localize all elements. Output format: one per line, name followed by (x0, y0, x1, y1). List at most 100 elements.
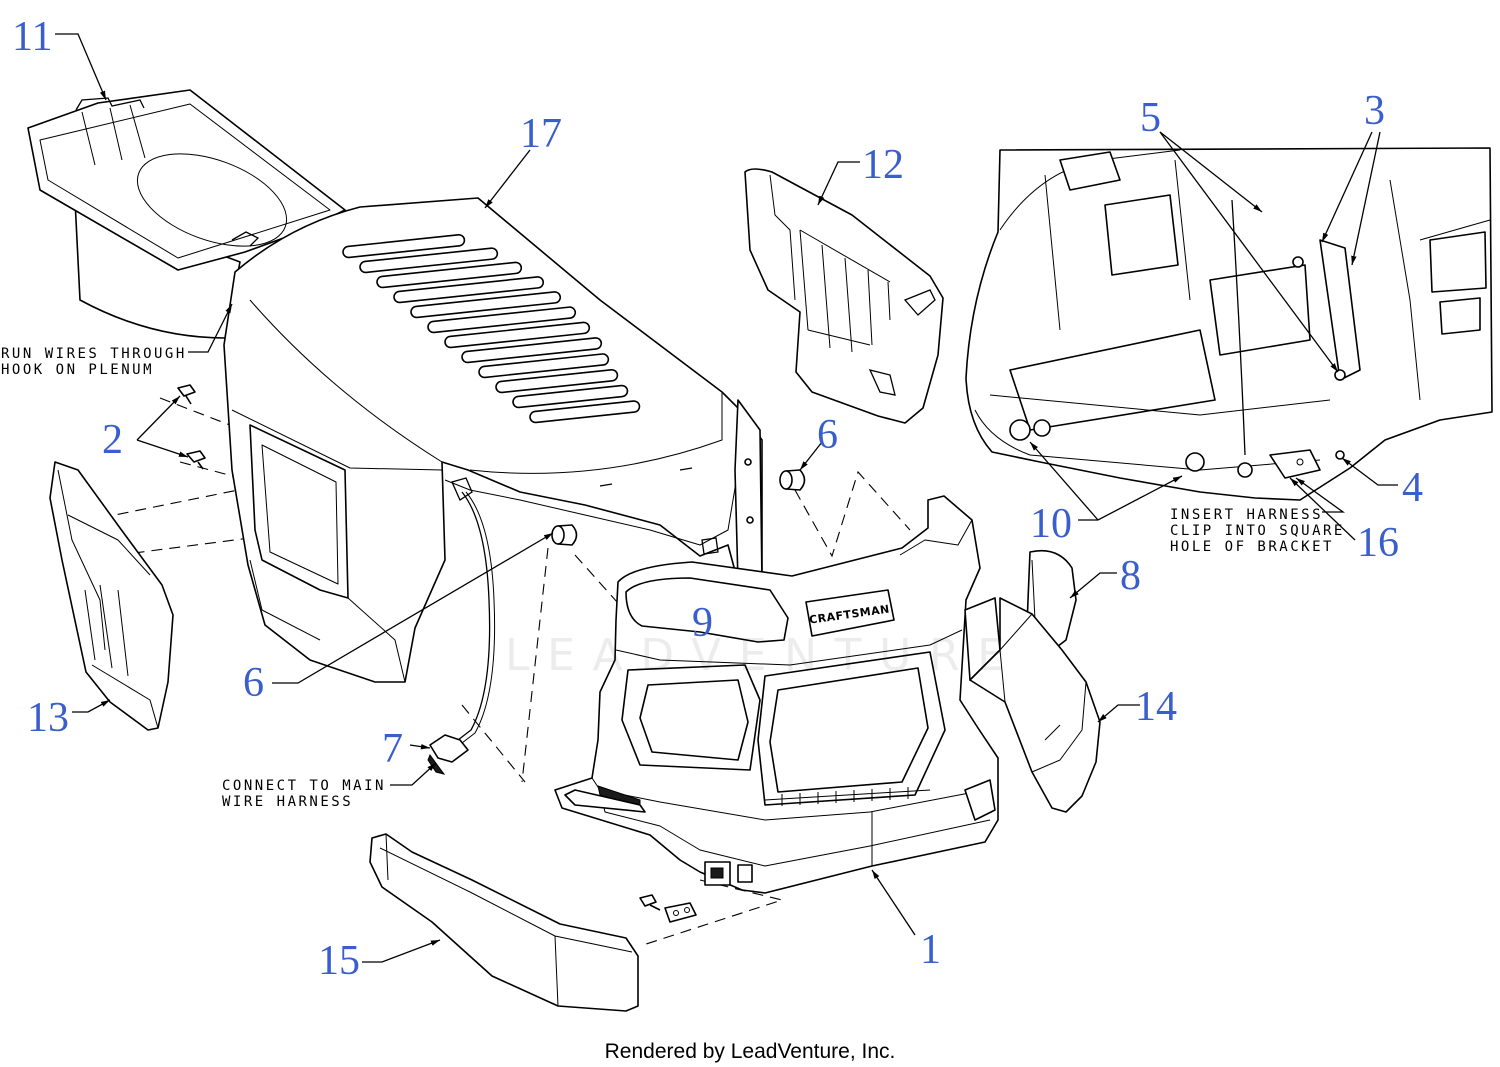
note-run-wires-line-1: RUN WIRES THROUGH (1, 346, 187, 362)
callout-4[interactable]: 4 (1402, 465, 1423, 511)
callout-6-upper[interactable]: 6 (817, 412, 838, 458)
leader-line-11 (55, 33, 107, 101)
callout-3[interactable]: 3 (1364, 88, 1385, 134)
bumper-connector-pin (710, 867, 724, 879)
leader-line-4 (1341, 457, 1398, 486)
callout-7[interactable]: 7 (382, 726, 403, 772)
right-panel-contour (999, 613, 1087, 773)
mount-plate-hole (673, 910, 679, 916)
detail-right-body (1389, 179, 1491, 401)
callout-1[interactable]: 1 (920, 927, 941, 973)
harness-wire (457, 491, 491, 741)
detail-upper-mesh (1209, 264, 1311, 356)
detail-headlight-socket (1033, 419, 1051, 437)
note-connect-line-2: WIRE HARNESS (222, 794, 353, 810)
note-insert-line-3: HOLE OF BRACKET (1170, 539, 1334, 555)
detail-square-hole (1296, 458, 1304, 466)
grille-left-mesh (639, 679, 749, 761)
detail-right-recess (1439, 297, 1481, 335)
harness-wire (461, 491, 496, 744)
left-panel-contour (57, 469, 159, 729)
hood-wire-hook (451, 477, 473, 501)
hood-bracket-hole (746, 516, 754, 524)
part-6-plugs (551, 469, 806, 546)
callout-13[interactable]: 13 (27, 695, 69, 741)
part-15-lower-bumper (369, 833, 639, 1012)
callout-11[interactable]: 11 (12, 14, 52, 60)
part-2-screws (177, 384, 206, 470)
detail-seat-block (1059, 151, 1121, 191)
assembly-line (179, 461, 241, 479)
callout-12[interactable]: 12 (862, 142, 904, 188)
hood-tab (599, 467, 719, 555)
callout-8[interactable]: 8 (1120, 553, 1141, 599)
leader-line-3 (1351, 131, 1381, 266)
harness-plug (427, 753, 446, 775)
callout-2[interactable]: 2 (102, 417, 123, 463)
hood-vent-slot (342, 234, 466, 259)
footer-credit: Rendered by LeadVenture, Inc. (605, 1040, 896, 1063)
bumper-left-bracket (564, 789, 646, 813)
part-1-front-grille-bumper: CRAFTSMAN (554, 495, 999, 894)
leader-line-note-run-wires (188, 303, 233, 353)
assembly-line (461, 704, 526, 783)
grille-label-panel (625, 577, 789, 643)
hood-vent-slots (342, 234, 641, 424)
annotation-notes: RUN WIRES THROUGH HOOK ON PLENUM CONNECT… (1, 346, 1342, 810)
leader-line-7 (409, 743, 431, 750)
callout-9[interactable]: 9 (692, 600, 713, 646)
note-run-wires-line-2: HOOK ON PLENUM (1, 362, 154, 378)
hood-vent-slot (512, 384, 629, 409)
leader-line-2 (136, 395, 181, 441)
bumper-socket (737, 864, 753, 883)
callout-10[interactable]: 10 (1030, 501, 1072, 547)
callout-17[interactable]: 17 (520, 111, 562, 157)
leader-line-14 (1097, 704, 1140, 723)
callouts: 11 17 12 5 3 2 6 6 13 7 9 10 4 16 8 14 1… (12, 14, 1423, 984)
leader-line-note-connect (390, 762, 437, 786)
hood-vent-slot (478, 353, 610, 379)
plenum-clip (231, 231, 260, 247)
callout-15[interactable]: 15 (318, 938, 360, 984)
callout-16[interactable]: 16 (1357, 520, 1399, 566)
part-17-hood (223, 197, 763, 683)
hood-front-lip (469, 392, 723, 474)
part-13-left-side-panel (49, 461, 174, 731)
part-12-side-panel (744, 168, 944, 424)
detail-lower-slats (1009, 329, 1216, 431)
detail-sensor (1335, 450, 1345, 460)
mount-screw (639, 894, 661, 911)
leader-line-12 (817, 161, 860, 206)
leader-line-6 (272, 532, 554, 684)
leader-line-1 (871, 869, 916, 936)
side-panel-ribs (799, 229, 891, 353)
left-panel-ribs (84, 584, 129, 677)
plenum-opening (136, 153, 288, 247)
assembly-line (99, 487, 249, 519)
callout-14[interactable]: 14 (1135, 684, 1177, 730)
hood-side-crease (231, 409, 443, 471)
plenum-tray-rim (39, 103, 331, 259)
hood-vent-slot (529, 400, 641, 424)
detail-headlight-socket (1009, 419, 1031, 441)
grille-right-mesh (769, 667, 929, 793)
plenum-hook (75, 97, 145, 111)
side-panel-outline (744, 168, 944, 424)
callout-6-lower[interactable]: 6 (243, 660, 264, 706)
plug-face (779, 470, 793, 490)
side-panel-tab (868, 289, 936, 396)
detail-harness-clip (1269, 449, 1321, 479)
grille-louvers (764, 787, 931, 806)
hood-bracket-hole (744, 458, 752, 466)
screw (186, 450, 206, 470)
hood-underside (444, 411, 743, 546)
callout-5[interactable]: 5 (1140, 95, 1161, 141)
leader-line-2 (136, 439, 189, 458)
hood-vent-slot (376, 261, 523, 289)
leader-line-5 (1159, 131, 1339, 373)
leader-line-16 (1289, 477, 1356, 541)
leader-line-13 (72, 699, 111, 713)
detail-bolt (1292, 256, 1304, 268)
